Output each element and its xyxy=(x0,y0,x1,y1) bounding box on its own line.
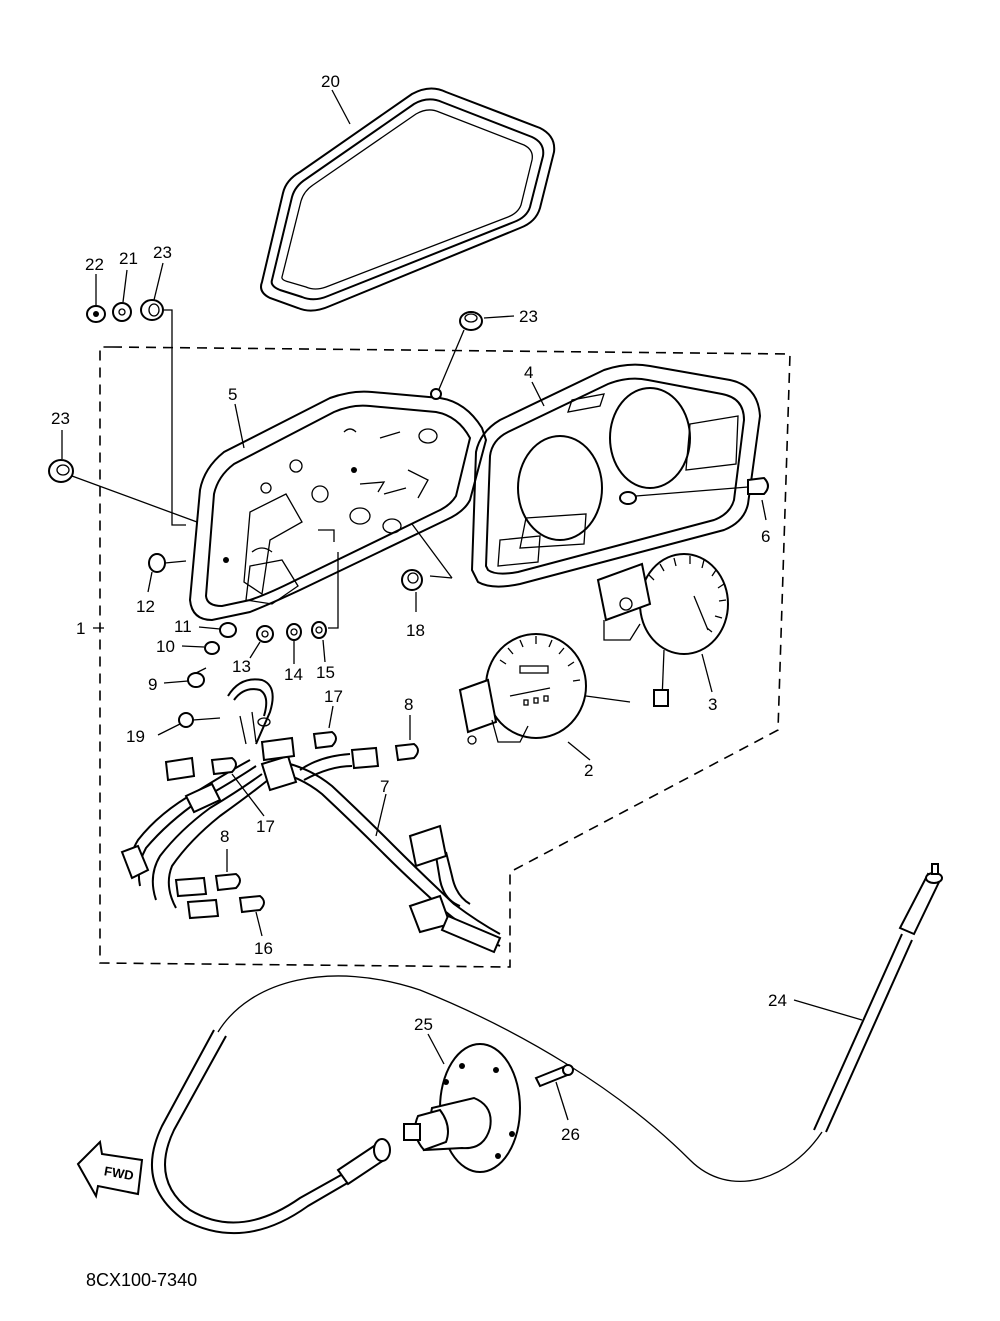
leader-6-line xyxy=(635,486,749,497)
callout-16: 16 xyxy=(254,939,273,958)
leader-10 xyxy=(181,645,205,648)
leader-18-hook xyxy=(429,575,453,579)
part-8-bulb-upper xyxy=(394,742,419,762)
leader-23-left-to-housing xyxy=(71,475,198,523)
callout-26: 26 xyxy=(561,1125,580,1144)
part-18-grommet xyxy=(401,569,423,591)
callout-7: 7 xyxy=(380,777,389,796)
leader-16 xyxy=(255,911,263,937)
part-3-tachometer xyxy=(596,553,729,707)
leader-24 xyxy=(793,999,863,1021)
callout-14: 14 xyxy=(284,665,303,684)
callout-8-lower: 8 xyxy=(220,827,229,846)
assembly-1-boundary xyxy=(99,346,791,968)
leader-17-lower xyxy=(231,773,265,817)
part-16-bulb xyxy=(238,894,265,914)
callout-9: 9 xyxy=(148,675,157,694)
part-23-grommet-top-right xyxy=(459,311,483,331)
leader-19 xyxy=(157,723,181,736)
part-10-washer xyxy=(204,641,220,655)
part-19-screw xyxy=(178,712,221,728)
callout-19: 19 xyxy=(126,727,145,746)
leader-11 xyxy=(198,626,221,630)
callout-24: 24 xyxy=(768,991,787,1010)
callout-17-upper: 17 xyxy=(324,687,343,706)
part-8-bulb-lower xyxy=(214,872,241,892)
leader-7 xyxy=(375,793,387,837)
part-23-grommet-left xyxy=(48,459,74,483)
part-25-gear-unit xyxy=(403,1043,521,1173)
callout-23-top-right: 23 xyxy=(519,307,538,326)
callout-1: 1 xyxy=(76,619,85,638)
part-26-pin xyxy=(534,1064,574,1088)
callout-23-left: 23 xyxy=(51,409,70,428)
leader-17-upper xyxy=(328,705,334,729)
leader-15 xyxy=(322,639,326,663)
part-24-speedometer-cable xyxy=(150,863,943,1235)
part-22-nut xyxy=(86,305,106,323)
callout-12: 12 xyxy=(136,597,155,616)
part-4-upper-case xyxy=(470,363,762,588)
callout-15: 15 xyxy=(316,663,335,682)
leader-23-dashed-path xyxy=(164,309,186,526)
callout-3: 3 xyxy=(708,695,717,714)
callout-21: 21 xyxy=(119,249,138,268)
leader-18-line xyxy=(411,523,453,579)
part-17-bulb-lower xyxy=(210,756,237,776)
leader-5 xyxy=(234,403,245,449)
callout-2: 2 xyxy=(584,761,593,780)
fwd-arrow-icon: FWD xyxy=(76,1139,144,1199)
leader-23-top-right xyxy=(483,315,515,319)
leader-20 xyxy=(331,89,351,125)
leader-9 xyxy=(163,680,189,684)
diagram-code: 8CX100-7340 xyxy=(86,1270,197,1290)
leader-26 xyxy=(555,1081,569,1121)
callout-5: 5 xyxy=(228,385,237,404)
leader-15-to-case xyxy=(328,552,339,629)
leader-23-to-housing xyxy=(436,329,465,395)
callout-25: 25 xyxy=(414,1015,433,1034)
callout-8-upper: 8 xyxy=(404,695,413,714)
fwd-label: FWD xyxy=(103,1163,135,1183)
leader-4 xyxy=(531,381,545,407)
part-6-bulb-cap xyxy=(747,476,769,495)
callout-20: 20 xyxy=(321,72,340,91)
part-11-nut xyxy=(219,622,237,638)
part-20-lens-gasket xyxy=(260,87,556,312)
part-17-bulb-upper xyxy=(312,730,337,750)
callout-23-top-left: 23 xyxy=(153,243,172,262)
part-12-screw xyxy=(148,553,187,573)
callout-10: 10 xyxy=(156,637,175,656)
part-23-grommet-top-left xyxy=(140,299,164,321)
leader-2 xyxy=(567,741,591,761)
part-2-speedometer xyxy=(458,633,631,745)
leader-3 xyxy=(701,653,713,693)
part-9-screw xyxy=(187,667,207,688)
part-14-washer xyxy=(286,623,302,641)
callout-18: 18 xyxy=(406,621,425,640)
callout-22: 22 xyxy=(85,255,104,274)
callout-13: 13 xyxy=(232,657,251,676)
part-15-washer xyxy=(311,621,327,639)
leader-25 xyxy=(427,1033,445,1065)
callout-17-lower: 17 xyxy=(256,817,275,836)
callout-11: 11 xyxy=(174,617,192,636)
part-21-washer xyxy=(112,302,132,322)
callout-4: 4 xyxy=(524,363,533,382)
part-7-wire-harness xyxy=(120,678,502,954)
leader-21 xyxy=(122,269,128,303)
leader-23-top-left xyxy=(153,262,164,301)
callout-6: 6 xyxy=(761,527,770,546)
leader-6 xyxy=(761,499,767,521)
leader-12 xyxy=(147,571,153,593)
part-13-nut xyxy=(256,625,274,643)
leader-13 xyxy=(249,641,261,659)
